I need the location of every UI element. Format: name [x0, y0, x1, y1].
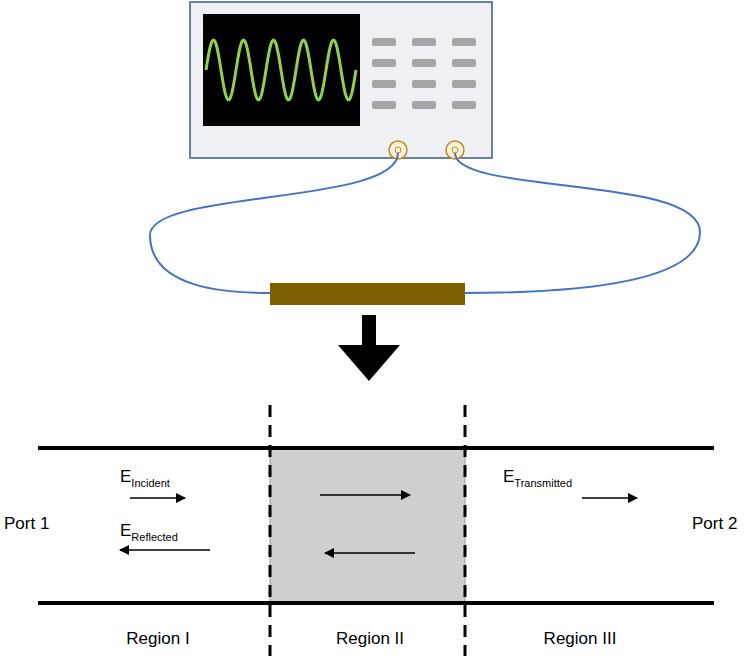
button [412, 80, 436, 88]
wave-arrow [325, 552, 415, 554]
button [412, 101, 436, 109]
button [412, 59, 436, 67]
field-label: EReflected [120, 522, 178, 541]
field-label: EIncident [120, 468, 170, 487]
subscript-text: Incident [131, 477, 170, 489]
instrument-body [190, 2, 492, 158]
label-text: E [120, 521, 131, 540]
wave-arrow [582, 497, 637, 499]
button-grid [372, 38, 476, 109]
button [372, 80, 396, 88]
label-text: Port 1 [4, 514, 49, 533]
button [412, 38, 436, 46]
button [452, 59, 476, 67]
wave-arrow [120, 549, 210, 551]
region-label: Region I [126, 630, 189, 649]
label-text: Port 2 [692, 514, 737, 533]
button [372, 101, 396, 109]
cable [455, 153, 700, 293]
cable [150, 153, 398, 293]
label-text: E [503, 467, 514, 486]
subscript-text: Transmitted [514, 477, 572, 489]
port-label: Port 2 [692, 515, 737, 534]
subscript-text: Reflected [131, 531, 177, 543]
sample-region [270, 448, 465, 603]
button [452, 38, 476, 46]
port-connector [395, 147, 401, 153]
button [452, 101, 476, 109]
port-label: Port 1 [4, 515, 49, 534]
field-label: ETransmitted [503, 468, 572, 487]
button [372, 38, 396, 46]
boundary-line [269, 405, 272, 656]
label-text: Region II [336, 629, 404, 648]
instrument-screen [203, 14, 360, 126]
waveguide-wall [38, 446, 714, 450]
boundary-line [464, 405, 467, 656]
button [372, 59, 396, 67]
label-text: E [120, 467, 131, 486]
wave-arrow [130, 497, 185, 499]
port-connector [452, 147, 458, 153]
down-arrow [338, 315, 400, 381]
sample-bar [270, 283, 465, 305]
wave-arrow [320, 494, 410, 496]
waveguide-wall [38, 601, 714, 605]
label-text: Region I [126, 629, 189, 648]
sine-trace [206, 40, 356, 100]
region-label: Region II [336, 630, 404, 649]
label-text: Region III [544, 629, 617, 648]
region-label: Region III [544, 630, 617, 649]
button [452, 80, 476, 88]
sine-trace [206, 40, 356, 100]
